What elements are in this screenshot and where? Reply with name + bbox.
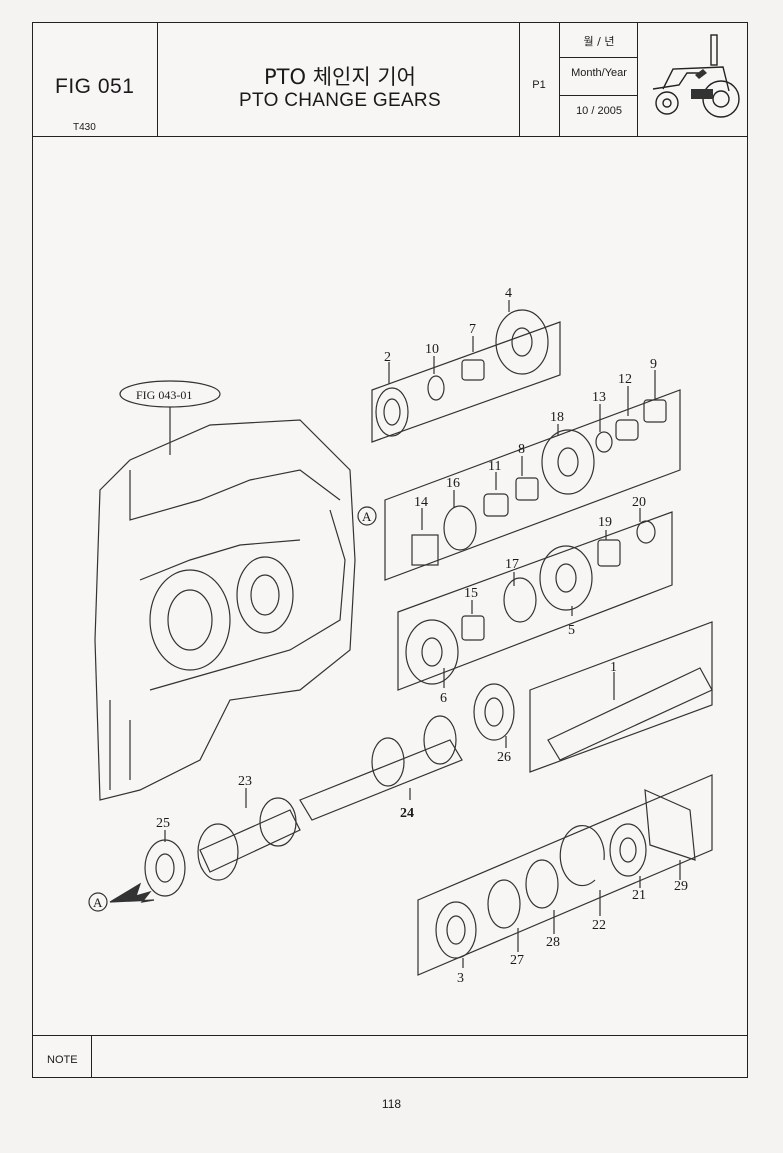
part-16-hub xyxy=(443,505,477,551)
part-label-1: 1 xyxy=(610,660,617,675)
part-label-19: 19 xyxy=(598,515,612,530)
part-18-gear xyxy=(541,429,595,495)
part-label-22: 22 xyxy=(592,918,606,933)
part-label-24: 24 xyxy=(400,806,414,821)
part-2-bearing xyxy=(375,387,409,437)
part-15-needle-bearing xyxy=(461,615,485,641)
part-label-17: 17 xyxy=(505,557,519,572)
model-code: T430 xyxy=(73,122,96,133)
diagram-bottom-rule xyxy=(33,1035,747,1036)
part-10-collar xyxy=(427,375,445,401)
part-label-8: 8 xyxy=(518,442,525,457)
part-label-4: 4 xyxy=(505,286,512,301)
header-divider-3 xyxy=(559,23,560,136)
part-12-bushing xyxy=(615,419,639,441)
page-number: 118 xyxy=(381,1097,402,1111)
reference-label: FIG 043-01 xyxy=(136,388,192,402)
part-label-9: 9 xyxy=(650,357,657,372)
part-label-12: 12 xyxy=(618,372,632,387)
section-marker-label: A xyxy=(362,509,372,524)
part-label-28: 28 xyxy=(546,935,560,950)
part-3-bearing xyxy=(435,901,477,959)
part-label-20: 20 xyxy=(632,495,646,510)
part-label-23: 23 xyxy=(238,774,252,789)
part-17-hub xyxy=(503,577,537,623)
part-4-gear xyxy=(495,309,549,375)
fig-number: FIG 051 xyxy=(55,75,135,98)
part-label-16: 16 xyxy=(446,476,460,491)
section-marker-circle-2 xyxy=(88,892,108,912)
month-year-value: 10 / 2005 xyxy=(576,105,622,117)
arrow-icon xyxy=(109,882,155,903)
part-6-gear xyxy=(405,619,459,685)
section-marker-label-2: A xyxy=(93,895,103,910)
part-27-shim xyxy=(487,879,521,929)
month-year-label: Month/Year xyxy=(571,67,627,79)
part-label-3: 3 xyxy=(457,971,464,986)
part-7-needle-bearing xyxy=(461,359,485,381)
part-label-15: 15 xyxy=(464,586,478,601)
part-label-11: 11 xyxy=(488,459,501,474)
note-label: NOTE xyxy=(47,1054,78,1066)
header-divider-1 xyxy=(157,23,158,136)
part-label-14: 14 xyxy=(414,495,428,510)
part-28-shim xyxy=(525,859,559,909)
part-label-10: 10 xyxy=(425,342,439,357)
part-1-shaft xyxy=(547,667,713,761)
header-divider-4 xyxy=(637,23,638,136)
month-year-rule-2 xyxy=(559,95,637,96)
part-23-gear-shaft xyxy=(199,809,301,873)
part-24-shaft xyxy=(299,739,463,821)
header-divider-2 xyxy=(519,23,520,136)
tractor-icon xyxy=(652,34,740,118)
month-year-rule-1 xyxy=(559,57,637,58)
page-code: P1 xyxy=(532,79,546,91)
part-label-13: 13 xyxy=(592,390,606,405)
part-label-7: 7 xyxy=(469,322,476,337)
page-title: PTO CHANGE GEARS xyxy=(239,90,441,111)
part-21-cover xyxy=(609,823,647,877)
part-14-sleeve xyxy=(411,534,439,566)
part-19-needle-bearing xyxy=(597,539,621,567)
part-11-bushing xyxy=(483,493,509,517)
page-frame: FIG 051 T430 PTO 체인지 기어 PTO CHANGE GEARS… xyxy=(32,22,748,1078)
page-title-korean: PTO 체인지 기어 xyxy=(264,65,416,89)
part-label-27: 27 xyxy=(510,953,524,968)
part-5-gear xyxy=(539,545,593,611)
part-label-21: 21 xyxy=(632,888,646,903)
part-25-bearing xyxy=(144,839,186,897)
part-label-2: 2 xyxy=(384,350,391,365)
part-label-29: 29 xyxy=(674,879,688,894)
note-divider xyxy=(91,1035,92,1077)
part-29-gasket xyxy=(644,789,696,861)
gear-case-housing xyxy=(94,419,356,801)
part-20-washer xyxy=(636,520,656,544)
part-9-needle-bearing xyxy=(643,399,667,423)
part-26-bearing xyxy=(473,683,515,741)
part-13-washer xyxy=(595,431,613,453)
part-22-snap-ring xyxy=(559,825,605,887)
part-label-6: 6 xyxy=(440,691,447,706)
part-label-5: 5 xyxy=(568,623,575,638)
part-8-needle-bearing xyxy=(515,477,539,501)
header-bottom-rule xyxy=(33,136,747,137)
section-marker-circle xyxy=(357,506,377,526)
part-label-18: 18 xyxy=(550,410,564,425)
part-label-25: 25 xyxy=(156,816,170,831)
month-year-label-korean: 월 / 년 xyxy=(583,35,615,48)
part-label-26: 26 xyxy=(497,750,511,765)
